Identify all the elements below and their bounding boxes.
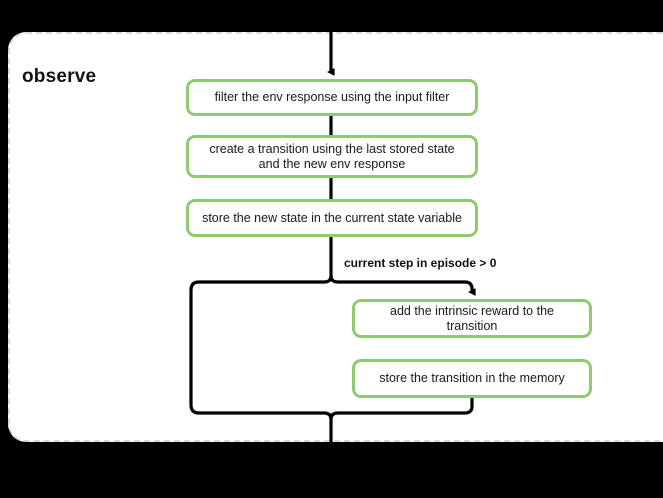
group-title: observe [22, 66, 97, 87]
node-create-transition[interactable]: create a transition using the last store… [186, 135, 478, 178]
node-add-intrinsic-reward[interactable]: add the intrinsic reward to the transiti… [352, 299, 592, 338]
node-store-transition-memory[interactable]: store the transition in the memory [352, 359, 592, 398]
node-store-new-state[interactable]: store the new state in the current state… [186, 199, 478, 237]
node-filter-env-response[interactable]: filter the env response using the input … [186, 79, 478, 116]
branch-condition-label: current step in episode > 0 [344, 256, 497, 270]
